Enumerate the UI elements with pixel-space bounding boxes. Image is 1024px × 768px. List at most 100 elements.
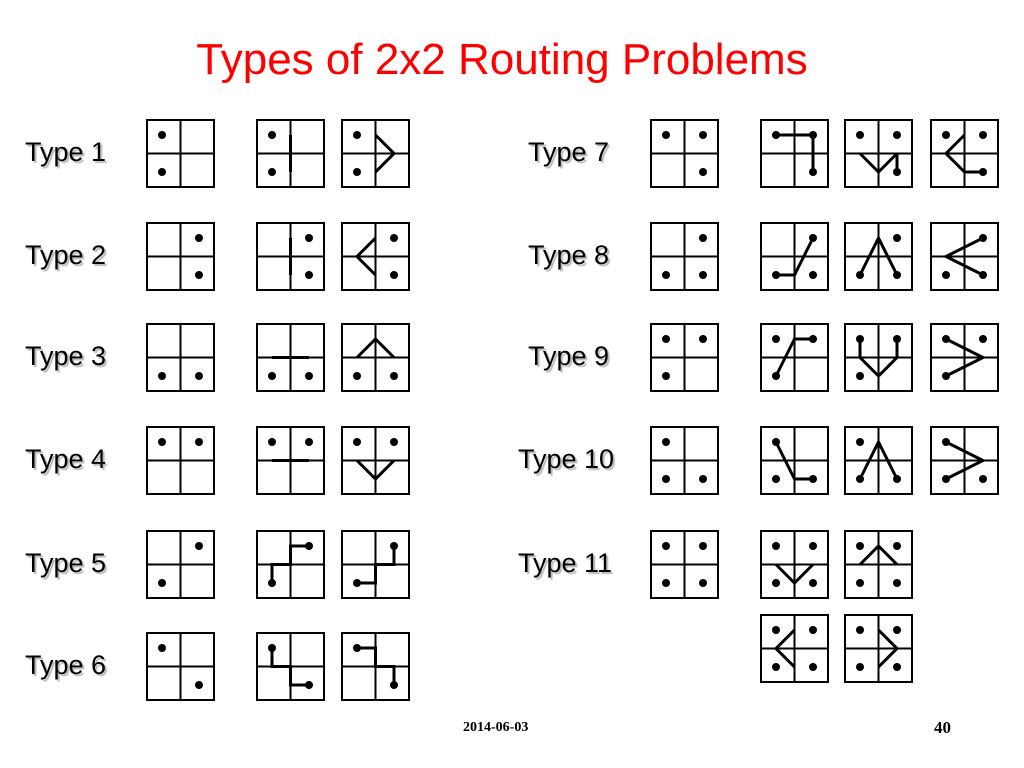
pin-dot: [699, 579, 707, 587]
problem-grid: [650, 323, 719, 392]
pin-dot: [353, 131, 361, 139]
solution-grid: [760, 426, 829, 495]
page-number: 40: [934, 718, 951, 737]
footer-date: 2014-06-03: [463, 720, 529, 735]
route-wire: [270, 648, 309, 687]
pin-dot: [699, 271, 707, 279]
solution-grid: [341, 222, 410, 291]
solution-grid: [256, 222, 325, 291]
slide-title: Types of 2x2 Routing Problems: [196, 35, 808, 84]
route-wire: [877, 628, 900, 669]
pin-dot: [979, 131, 987, 139]
type-label: Type 9: [528, 341, 610, 371]
solution-grid: [844, 426, 913, 495]
problem-grid: [146, 426, 215, 495]
pin-dot: [979, 475, 987, 483]
solution-grid: [341, 632, 410, 701]
pin-dot: [305, 372, 313, 380]
pin-dot: [268, 579, 276, 587]
problem-grid: [650, 426, 719, 495]
route-wire: [776, 237, 815, 277]
solution-grid: [256, 119, 325, 188]
solution-grid: [760, 119, 829, 188]
pin-dot: [893, 663, 901, 671]
pin-dot: [268, 438, 276, 446]
pin-dot: [856, 626, 864, 634]
pin-dot: [699, 168, 707, 176]
type-label: Type 11: [518, 548, 613, 578]
type-label: Type 7: [528, 137, 610, 167]
pin-dot: [390, 438, 398, 446]
type-label: Type 10: [518, 444, 615, 474]
pin-dot: [390, 271, 398, 279]
route-wire: [774, 337, 813, 377]
pin-dot: [699, 234, 707, 242]
pin-dot: [353, 168, 361, 176]
pin-dot: [856, 131, 864, 139]
pin-dot: [158, 579, 166, 587]
pin-dot: [856, 579, 864, 587]
pin-dot: [195, 681, 203, 689]
pin-dot: [699, 131, 707, 139]
route-wire: [774, 563, 815, 586]
route-wire: [945, 337, 987, 378]
pin-dot: [772, 626, 780, 634]
route-wire: [945, 440, 987, 481]
pin-dot: [353, 579, 361, 587]
route-wire: [942, 236, 984, 277]
problem-grid: [650, 119, 719, 188]
solution-grid: [760, 614, 829, 683]
type-label: Type 5: [25, 548, 107, 578]
solution-grid: [844, 119, 913, 188]
pin-dot: [979, 271, 987, 279]
solution-grid: [256, 530, 325, 599]
pin-dot: [268, 372, 276, 380]
route-wire: [354, 236, 377, 277]
type-label: Type 6: [25, 650, 107, 680]
route-wire: [858, 356, 899, 379]
problem-grid: [650, 222, 719, 291]
pin-dot: [390, 234, 398, 242]
solution-grid: [256, 323, 325, 392]
solution-grid: [930, 119, 999, 188]
solution-grid: [341, 119, 410, 188]
solution-grid: [256, 426, 325, 495]
pin-dot: [662, 372, 670, 380]
pin-dot: [893, 271, 901, 279]
pin-dot: [856, 542, 864, 550]
pin-dot: [809, 335, 817, 343]
pin-dot: [893, 542, 901, 550]
pin-dot: [893, 475, 901, 483]
pin-dot: [158, 131, 166, 139]
pin-dot: [195, 542, 203, 550]
route-wire: [774, 441, 813, 481]
pin-dot: [942, 335, 950, 343]
pin-dot: [942, 475, 950, 483]
solution-grid: [341, 323, 410, 392]
pin-dot: [699, 335, 707, 343]
pin-dot: [268, 168, 276, 176]
pin-dot: [353, 438, 361, 446]
solution-grid: [844, 530, 913, 599]
pin-dot: [809, 168, 817, 176]
pin-dot: [390, 542, 398, 550]
pin-dot: [699, 475, 707, 483]
route-wire: [858, 152, 899, 175]
solution-grid: [930, 323, 999, 392]
pin-dot: [856, 271, 864, 279]
route-wire: [943, 133, 983, 174]
problem-grid: [146, 119, 215, 188]
problem-grid: [146, 632, 215, 701]
solution-grid: [844, 222, 913, 291]
pin-dot: [772, 438, 780, 446]
pin-dot: [195, 234, 203, 242]
solution-grid: [844, 614, 913, 683]
pin-dot: [893, 335, 901, 343]
solution-grid: [341, 530, 410, 599]
pin-dot: [390, 681, 398, 689]
type-label: Type 1: [25, 137, 107, 167]
route-wire: [355, 336, 396, 359]
pin-dot: [893, 168, 901, 176]
pin-dot: [305, 438, 313, 446]
pin-dot: [979, 335, 987, 343]
